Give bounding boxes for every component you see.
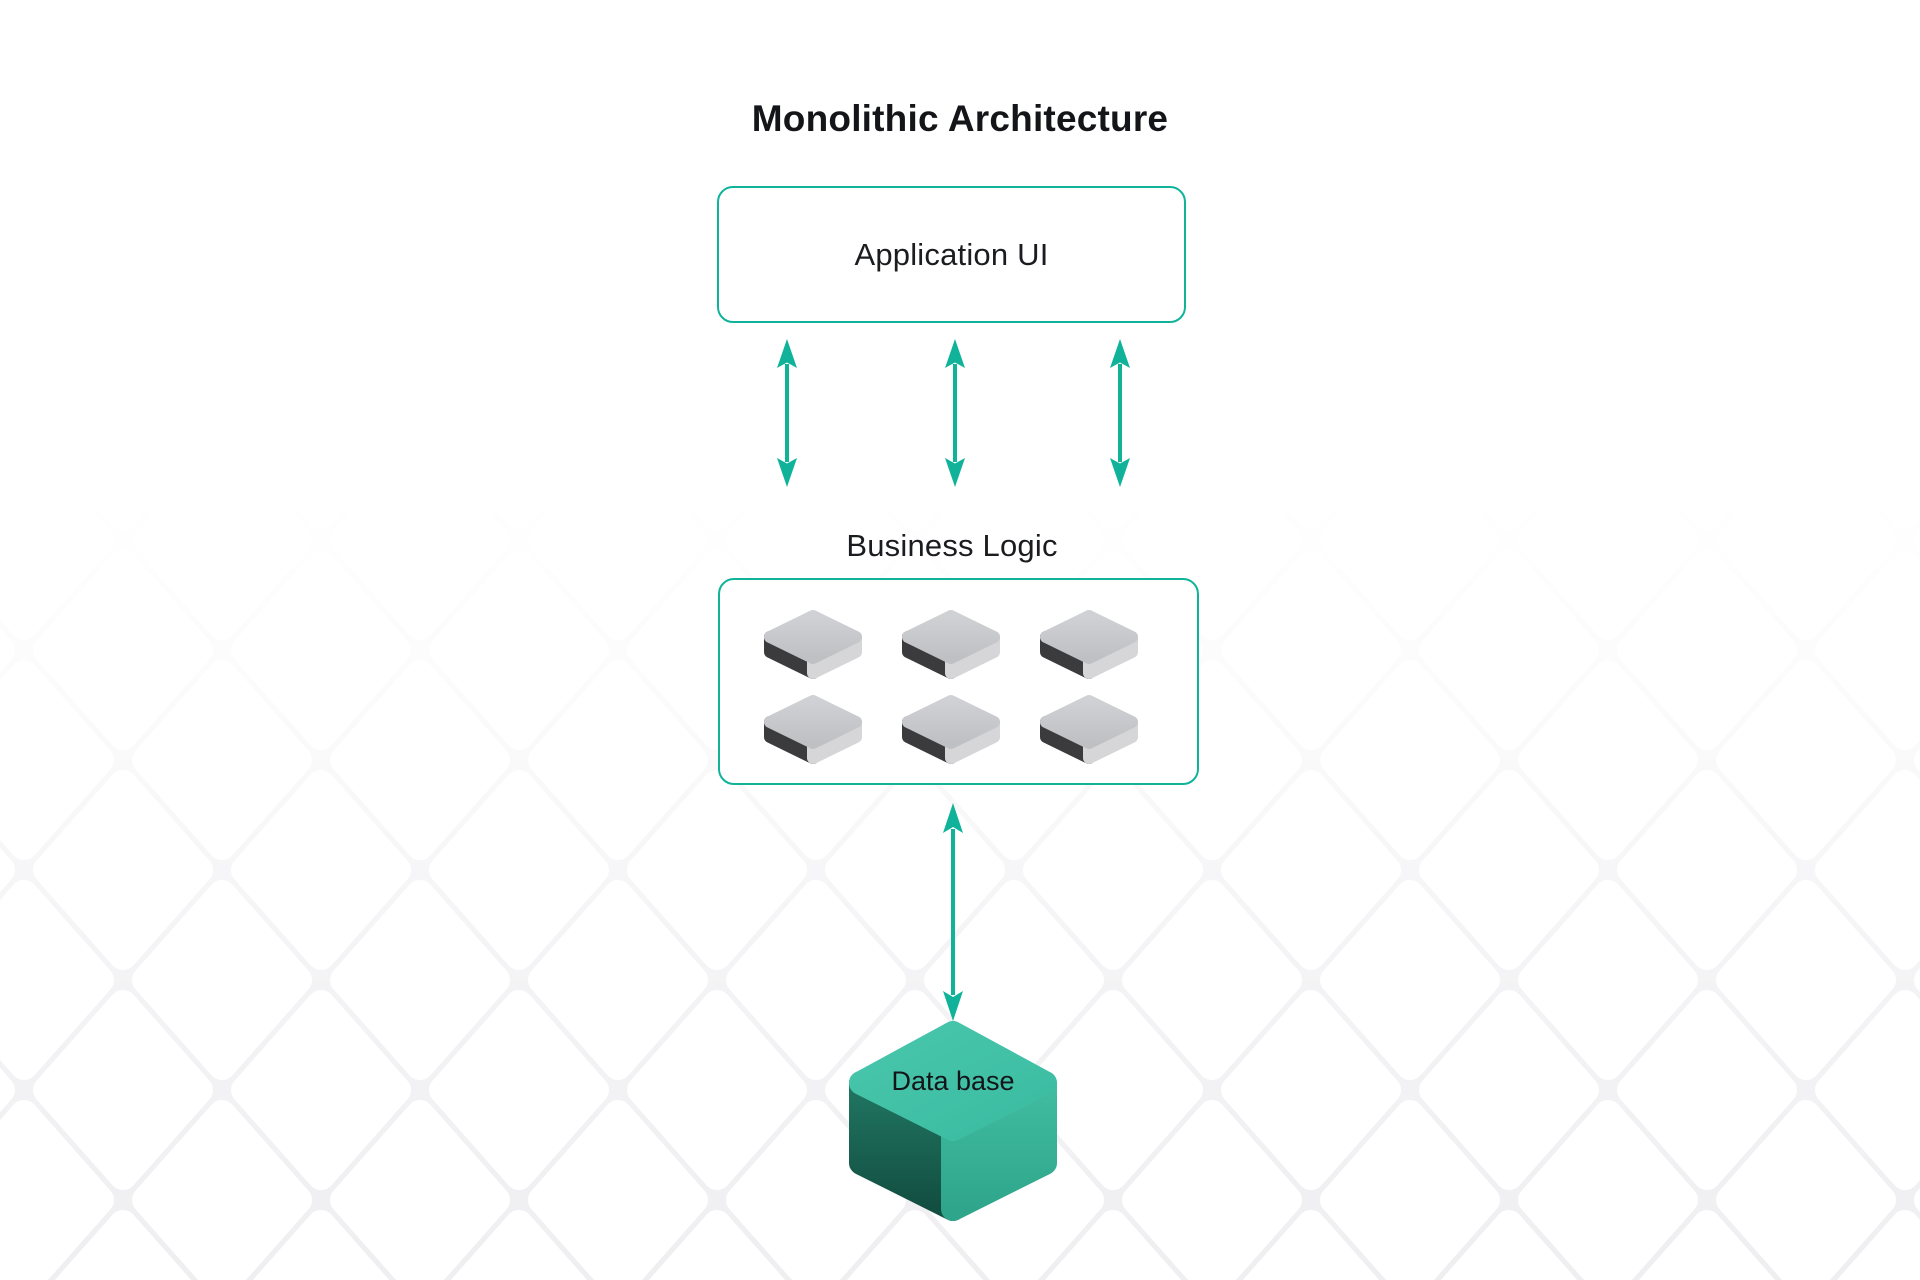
service-tile-icon: [764, 695, 862, 764]
database-cube-icon: [849, 1021, 1057, 1221]
service-tile-icon: [902, 610, 1000, 679]
service-tile-icon: [1040, 695, 1138, 764]
database-label: Data base: [891, 1066, 1015, 1096]
application-ui-box: Application UI: [717, 186, 1186, 323]
application-ui-label: Application UI: [854, 236, 1049, 272]
double-arrow-icon: [943, 803, 963, 1021]
double-arrow-icon: [945, 339, 965, 487]
double-arrow-icon: [1110, 339, 1130, 487]
service-tile-icon: [902, 695, 1000, 764]
business-logic-label: Business Logic: [846, 528, 1058, 563]
service-tile-icon: [764, 610, 862, 679]
double-arrow-icon: [777, 339, 797, 487]
diagram-title: Monolithic Architecture: [751, 98, 1169, 139]
service-tile-icon: [1040, 610, 1138, 679]
